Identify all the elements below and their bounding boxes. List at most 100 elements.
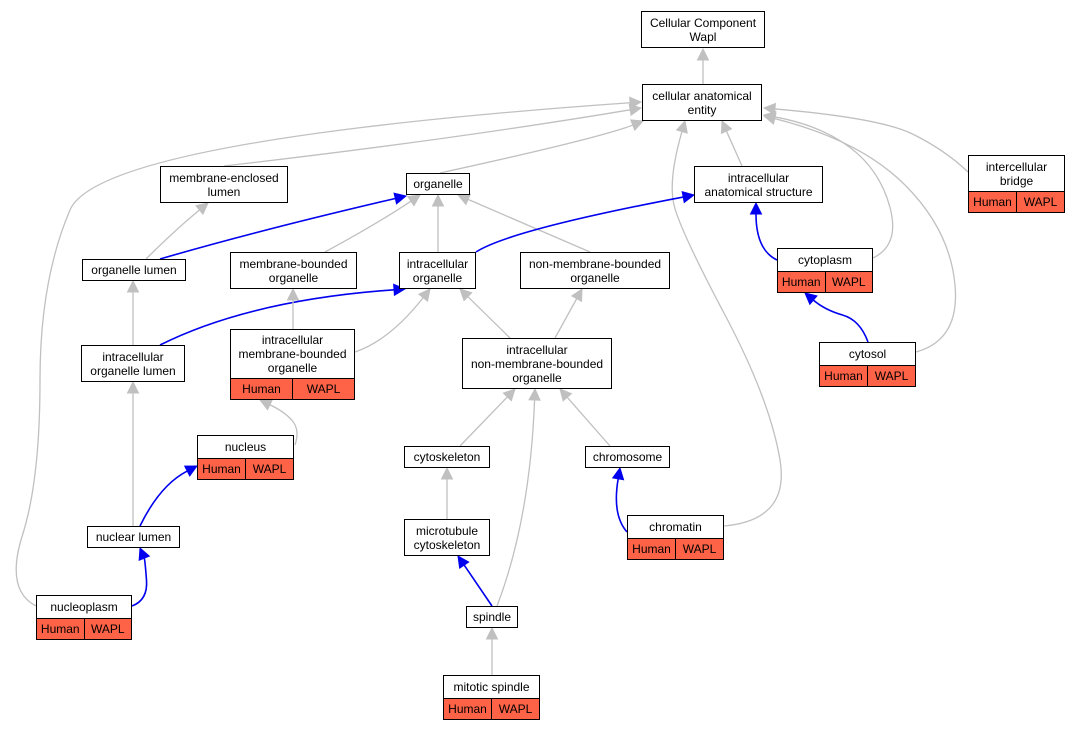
edge-line — [755, 213, 778, 261]
edge-arrowhead — [675, 119, 688, 134]
edge-sp-to-mtc-part-of — [457, 555, 493, 607]
edge-arrowhead — [502, 388, 516, 402]
annotation-tags: Human WAPL — [231, 378, 354, 399]
edge-cyto-to-ias-part-of — [749, 201, 778, 261]
node-label: cellular anatomical entity — [652, 88, 752, 117]
node-label: nucleoplasm — [50, 600, 118, 614]
edge-line — [725, 130, 743, 167]
tag-human: Human — [824, 369, 863, 383]
edge-np-to-cae-is-a — [15, 96, 643, 607]
node-label: cytosol — [848, 347, 887, 361]
node-nucleoplasm[interactable]: nucleoplasm Human WAPL — [36, 595, 132, 640]
node-intracellular-organelle-lumen[interactable]: intracellular organelle lumen — [81, 345, 185, 382]
node-intracellular-membrane-bounded-organelle[interactable]: intracellular membrane-bounded organelle… — [230, 329, 355, 400]
tag-human: Human — [632, 542, 671, 556]
node-mitotic-spindle[interactable]: mitotic spindle Human WAPL — [443, 675, 540, 720]
tag-wapl: WAPL — [824, 272, 873, 292]
node-cellular-anatomical-entity[interactable]: cellular anatomical entity — [642, 84, 762, 121]
edge-line — [496, 399, 536, 607]
edge-line — [566, 396, 611, 447]
edge-cae-to-root-is-a — [696, 47, 710, 84]
edge-line — [774, 108, 969, 173]
edge-org-to-cae-is-a — [439, 119, 645, 174]
tag-wapl: WAPL — [675, 539, 723, 559]
node-non-membrane-bounded-organelle[interactable]: non-membrane-bounded organelle — [520, 252, 670, 289]
edge-line — [159, 288, 395, 346]
edge-chrm-to-inmbo-is-a — [559, 388, 611, 447]
node-spindle[interactable]: spindle — [466, 606, 518, 628]
node-label: organelle — [413, 177, 463, 191]
edge-arrowhead — [183, 465, 198, 477]
edge-ias-to-cae-is-a — [720, 119, 743, 167]
edge-line — [615, 478, 628, 533]
node-intercellular-bridge[interactable]: intercellular bridge Human WAPL — [968, 155, 1065, 213]
node-label: intercellular bridge — [985, 159, 1048, 188]
node-intracellular-anatomical-structure[interactable]: intracellular anatomical structure — [694, 166, 823, 203]
node-microtubule-cytoskeleton[interactable]: microtubule cytoskeleton — [404, 519, 490, 556]
edge-cytosol-to-cae-is-a — [762, 112, 957, 353]
edge-io-to-ias-part-of — [475, 190, 696, 253]
edge-arrowhead — [440, 466, 454, 480]
edge-arrowhead — [456, 193, 472, 206]
node-chromatin[interactable]: chromatin Human WAPL — [627, 515, 724, 560]
edge-line — [324, 200, 412, 253]
node-cytoskeleton[interactable]: cytoskeleton — [404, 446, 490, 468]
node-chromosome[interactable]: chromosome — [585, 446, 670, 468]
edge-arrowhead — [570, 288, 583, 303]
node-nuclear-lumen[interactable]: nuclear lumen — [87, 526, 180, 548]
edge-arrowhead — [417, 288, 431, 302]
edge-arrowhead — [762, 112, 777, 125]
annotation-tags: Human WAPL — [444, 698, 539, 719]
tag-human: Human — [40, 622, 80, 636]
edge-line — [459, 396, 508, 447]
edge-imbo-to-mbo-is-a — [286, 287, 300, 329]
tag-wapl: WAPL — [867, 366, 915, 386]
tag-human: Human — [973, 195, 1012, 209]
edge-orgl-to-mel-is-a — [145, 202, 209, 260]
node-organelle-lumen[interactable]: organelle lumen — [82, 259, 186, 281]
node-label: intracellular organelle lumen — [90, 349, 176, 378]
edge-line — [475, 196, 684, 253]
edge-line — [131, 557, 148, 607]
annotation-tags: Human WAPL — [820, 365, 915, 386]
edge-line — [554, 298, 578, 339]
edge-iol-to-orgl-is-a — [126, 279, 140, 345]
node-label: chromosome — [592, 450, 663, 464]
node-intracellular-non-membrane-bounded-organelle[interactable]: intracellular non-membrane-bounded organ… — [462, 338, 612, 389]
edge-arrowhead — [393, 192, 408, 205]
edge-line — [223, 109, 631, 167]
edge-line — [15, 102, 631, 607]
node-cytoplasm[interactable]: cytoplasm Human WAPL — [777, 248, 873, 293]
node-organelle[interactable]: organelle — [406, 173, 470, 195]
edge-line — [671, 131, 782, 527]
node-label: mitotic spindle — [453, 680, 530, 694]
node-label: intracellular non-membrane-bounded organ… — [470, 342, 604, 385]
node-cytosol[interactable]: cytosol Human WAPL — [819, 342, 916, 387]
edge-nl-to-nuc-part-of — [139, 465, 198, 527]
tag-human: Human — [202, 462, 241, 476]
edge-line — [774, 116, 894, 259]
node-label: organelle lumen — [91, 263, 177, 277]
node-membrane-bounded-organelle[interactable]: membrane-bounded organelle — [230, 252, 357, 289]
edge-line — [774, 118, 957, 353]
edge-line — [139, 470, 188, 527]
edge-layer — [15, 47, 969, 675]
edge-arrowhead — [749, 201, 763, 215]
node-label: microtubule cytoskeleton — [413, 523, 481, 552]
edge-arrowhead — [406, 194, 421, 207]
edge-line — [354, 297, 424, 353]
edge-line — [159, 197, 396, 260]
node-cellular-component-wapl[interactable]: Cellular Component Wapl — [641, 11, 765, 48]
node-label: nucleus — [224, 440, 267, 454]
node-label: intracellular membrane-bounded organelle — [238, 333, 347, 375]
edge-chrt-to-chrm-part-of — [611, 466, 628, 533]
edge-arrowhead — [804, 292, 818, 306]
node-label: spindle — [472, 610, 512, 624]
edge-inmbo-to-nmbo-is-a — [554, 288, 583, 339]
node-nucleus[interactable]: nucleus Human WAPL — [197, 435, 294, 480]
node-intracellular-organelle[interactable]: intracellular organelle — [399, 252, 476, 289]
node-membrane-enclosed-lumen[interactable]: membrane-enclosed lumen — [160, 166, 288, 203]
tag-human: Human — [781, 275, 821, 289]
edge-arrowhead — [485, 626, 499, 640]
edge-arrowhead — [286, 287, 300, 301]
